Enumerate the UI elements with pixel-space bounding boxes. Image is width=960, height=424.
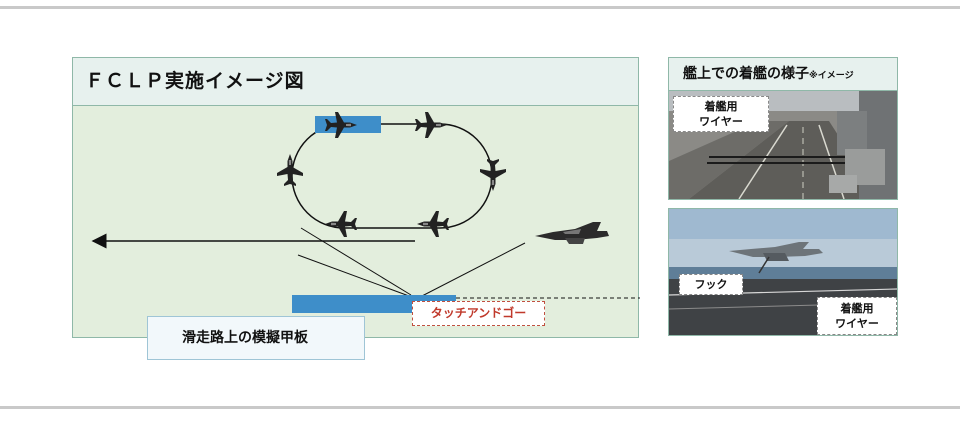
jet-icon: [480, 159, 506, 191]
fclp-diagram-panel: ＦＣＬＰ実施イメージ図 タッチアンドゴー 滑走路上の模擬甲板: [72, 57, 640, 360]
arresting-wire-label-2: 着艦用 ワイヤー: [817, 297, 897, 335]
jet-icon: [417, 211, 449, 237]
jet-icon: [325, 211, 357, 237]
landing-jet-icon: [729, 242, 823, 274]
approaching-jet-icon: [535, 222, 609, 244]
jet-icon: [277, 154, 303, 186]
tailhook-photo-panel: フック 着艦用 ワイヤー: [668, 208, 898, 336]
carrier-landing-title: 艦上での着艦の様子※イメージ: [669, 58, 897, 91]
tailhook-label: フック: [679, 274, 743, 295]
diagram-title: ＦＣＬＰ実施イメージ図: [73, 58, 638, 106]
traffic-pattern-oval: [291, 123, 493, 229]
touch-and-go-label: タッチアンドゴー: [412, 301, 545, 326]
approach-line: [300, 227, 412, 296]
carrier-landing-photo-panel: 艦上での着艦の様子※イメージ 着艦用 ワイヤー: [668, 57, 898, 200]
arresting-wire-label: 着艦用 ワイヤー: [673, 96, 769, 132]
jet-icon: [415, 112, 447, 138]
mock-deck-label: 滑走路上の模擬甲板: [147, 316, 365, 360]
image-note: ※イメージ: [809, 71, 854, 81]
touch-line-right: [421, 242, 526, 297]
top-divider: [0, 6, 960, 9]
jet-icon: [325, 112, 357, 138]
bottom-divider: [0, 406, 960, 409]
touch-line-left: [297, 254, 410, 297]
